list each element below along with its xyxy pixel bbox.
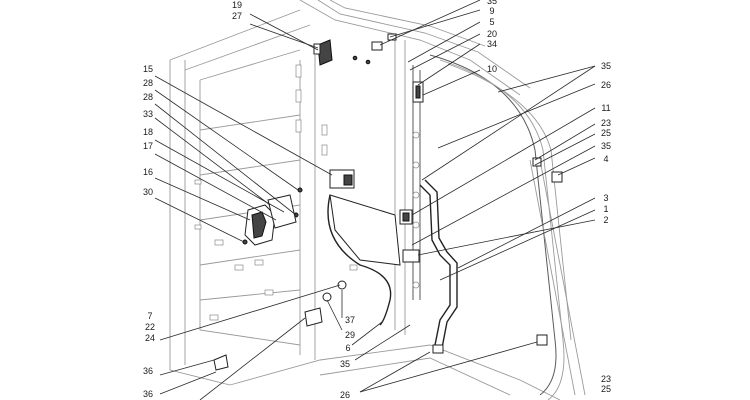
callout-label: 29 <box>345 330 355 340</box>
callout-label: 20 <box>487 29 497 39</box>
callout-label: 6 <box>345 343 350 353</box>
callout-label: 11 <box>601 103 610 113</box>
callout-label: 18 <box>143 127 153 137</box>
callout-label: 24 <box>145 333 155 343</box>
callout-label: 36 <box>143 366 153 376</box>
callout-label: 26 <box>340 390 350 400</box>
callout-label: 25 <box>601 128 611 138</box>
callout-label: 35 <box>601 141 611 151</box>
callout-label: 19 <box>232 0 242 10</box>
callout-label: 5 <box>489 17 494 27</box>
cab-frame <box>169 0 586 400</box>
callout-label: 37 <box>345 315 355 325</box>
callout-label: 22 <box>145 322 155 332</box>
callout-label: 17 <box>143 141 153 151</box>
callout-label: 23 <box>601 118 611 128</box>
callout-label: 25 <box>601 384 611 394</box>
callouts-right: 35 9 5 20 34 10 35 26 11 23 25 35 4 3 1 … <box>487 0 611 394</box>
callout-label: 26 <box>601 80 611 90</box>
callout-label: 10 <box>487 64 497 74</box>
callout-label: 35 <box>601 61 611 71</box>
callout-label: 34 <box>487 39 497 49</box>
callout-label: 27 <box>232 11 242 21</box>
callout-label: 4 <box>603 154 608 164</box>
callout-label: 30 <box>143 187 153 197</box>
callout-label: 16 <box>143 167 153 177</box>
callout-label: 35 <box>487 0 497 6</box>
callout-label: 28 <box>143 92 153 102</box>
callouts-bottom: 37 29 6 35 26 <box>340 315 355 400</box>
callouts-left: 19 27 15 28 28 33 18 17 16 30 7 22 24 36… <box>143 0 242 399</box>
callout-label: 7 <box>147 311 152 321</box>
callout-label: 33 <box>143 109 153 119</box>
callout-label: 28 <box>143 78 153 88</box>
callout-label: 1 <box>603 204 608 214</box>
callout-label: 3 <box>603 193 608 203</box>
callout-label: 2 <box>603 215 608 225</box>
callout-label: 36 <box>143 389 153 399</box>
callout-label: 23 <box>601 374 611 384</box>
callout-label: 9 <box>489 6 494 16</box>
parts <box>213 33 563 371</box>
leader-lines <box>154 0 596 400</box>
callout-label: 15 <box>143 64 153 74</box>
callout-label: 35 <box>340 359 350 369</box>
